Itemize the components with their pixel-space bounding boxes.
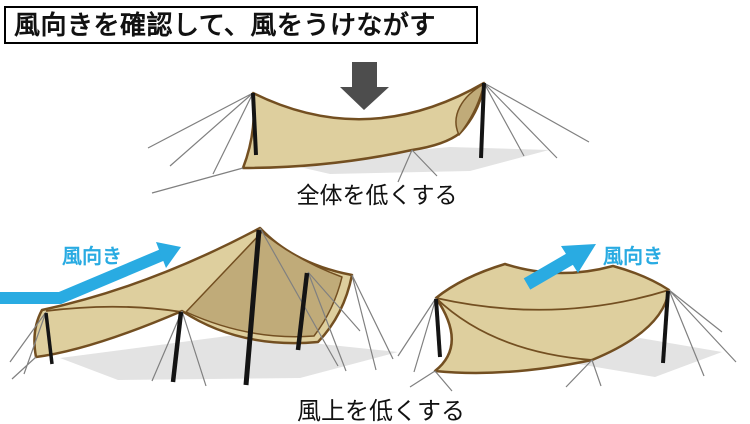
title-banner: 風向きを確認して、風をうけながす (4, 6, 478, 44)
tarp-corner-flap (455, 83, 485, 136)
wind-arrow-shaft (0, 249, 165, 304)
right-pole (479, 82, 486, 159)
wind-arrow-shaft (523, 253, 574, 290)
caption-overall-lower: 全体を低くする (296, 182, 458, 208)
wind-arrow-head (156, 242, 181, 268)
tarp-front-seam (435, 297, 593, 361)
wind-arrow-head (561, 244, 596, 273)
windward-pole (44, 312, 54, 365)
peak-pole (243, 229, 262, 386)
ground-shadow (60, 335, 398, 380)
left-pole (251, 92, 258, 156)
rear-pole (295, 272, 310, 351)
tarp-scene-windward-front (0, 226, 398, 387)
wind-arrow-icon (0, 242, 181, 304)
guy-lines (397, 289, 737, 392)
tarp-scene-overall (147, 62, 590, 194)
ground-shadow (566, 338, 722, 377)
tarp-seam (45, 305, 183, 313)
wind-arrow-icon (523, 244, 596, 290)
caption-windward-lower: 風上を低くする (297, 398, 465, 424)
tarp-scene-windward-back (397, 244, 737, 392)
guy-lines (9, 227, 394, 387)
down-arrow-icon (340, 62, 389, 110)
guy-lines (147, 82, 590, 194)
tarp-canopy (241, 81, 486, 170)
wind-direction-label-left: 風向き (62, 246, 122, 268)
tarp-ridge-seam (435, 289, 670, 311)
right-pole (661, 290, 670, 364)
wind-direction-label-right: 風向き (603, 246, 663, 268)
left-pole (434, 298, 442, 358)
front-mid-pole (170, 311, 184, 383)
